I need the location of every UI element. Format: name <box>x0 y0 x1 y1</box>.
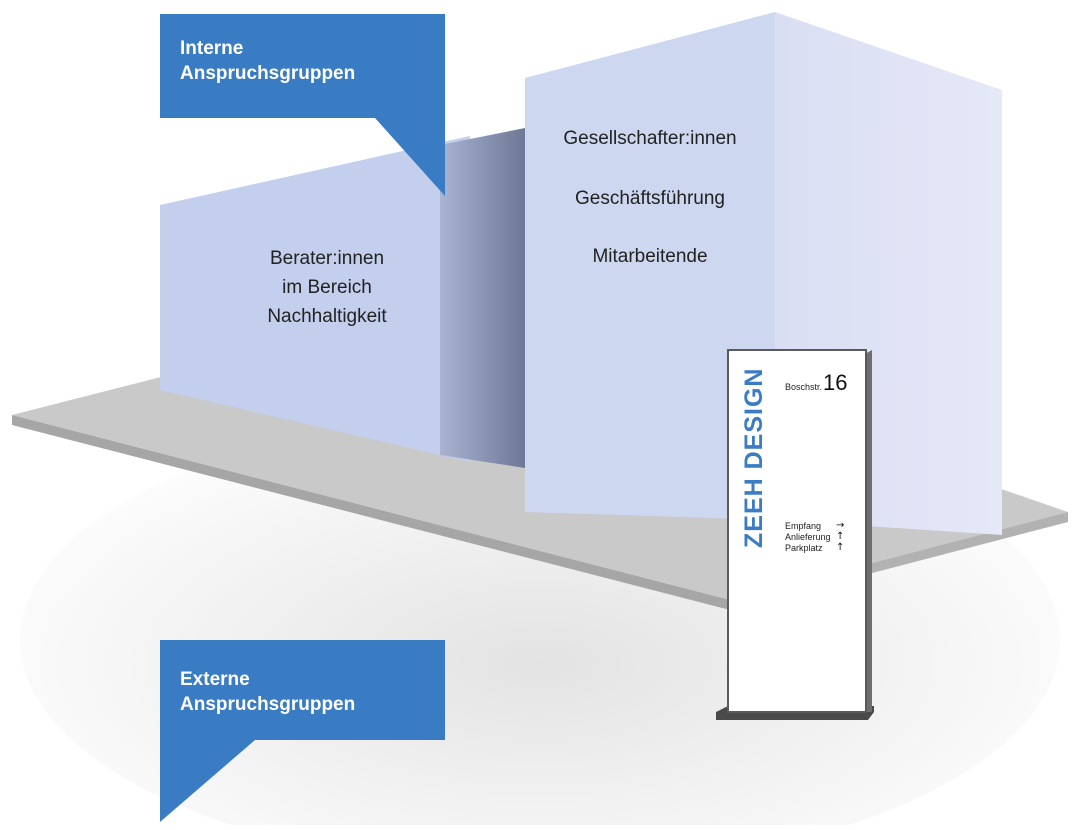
low-wall-line: Nachhaltigkeit <box>267 306 387 327</box>
callout-external: Externe Anspruchsgruppen <box>180 667 355 717</box>
low-wall-front <box>160 136 470 462</box>
sign-panel <box>727 349 867 713</box>
low-wall-gap <box>440 128 525 468</box>
low-wall-line: Berater:innen <box>269 248 385 269</box>
low-wall-label: Berater:innen im Bereich Nachhaltigkeit <box>232 244 422 331</box>
low-wall-line: im Bereich <box>282 277 372 298</box>
sign-direction-label: Parkplatz <box>785 543 823 553</box>
callout-internal-shape <box>160 14 445 196</box>
callout-external-line1: Externe <box>180 669 250 690</box>
callout-internal-line1: Interne <box>180 38 244 59</box>
sign-direction-label: Empfang <box>785 521 822 531</box>
callout-internal: Interne Anspruchsgruppen <box>180 36 355 86</box>
arrow-up-icon: ↑ <box>836 531 845 542</box>
arrow-up-icon: ↑ <box>836 542 845 553</box>
arrow-right-icon: → <box>836 520 845 531</box>
sign-street: Boschstr. <box>785 382 823 392</box>
tower-line-shareholders: Gesellschafter:innen <box>563 128 737 149</box>
sign-number: 16 <box>823 370 848 395</box>
sign-brand: ZEEH DESIGN <box>740 367 768 548</box>
callout-external-shape <box>160 640 445 822</box>
tower-front <box>525 12 775 520</box>
tower-line-employees: Mitarbeitende <box>592 246 708 267</box>
platform-edge <box>12 415 730 610</box>
sign-direction-label: Anlieferung <box>785 532 831 542</box>
callout-external-line2: Anspruchsgruppen <box>180 694 356 715</box>
callout-internal-line2: Anspruchsgruppen <box>180 63 356 84</box>
tower-line-management: Geschäftsführung <box>575 188 725 209</box>
